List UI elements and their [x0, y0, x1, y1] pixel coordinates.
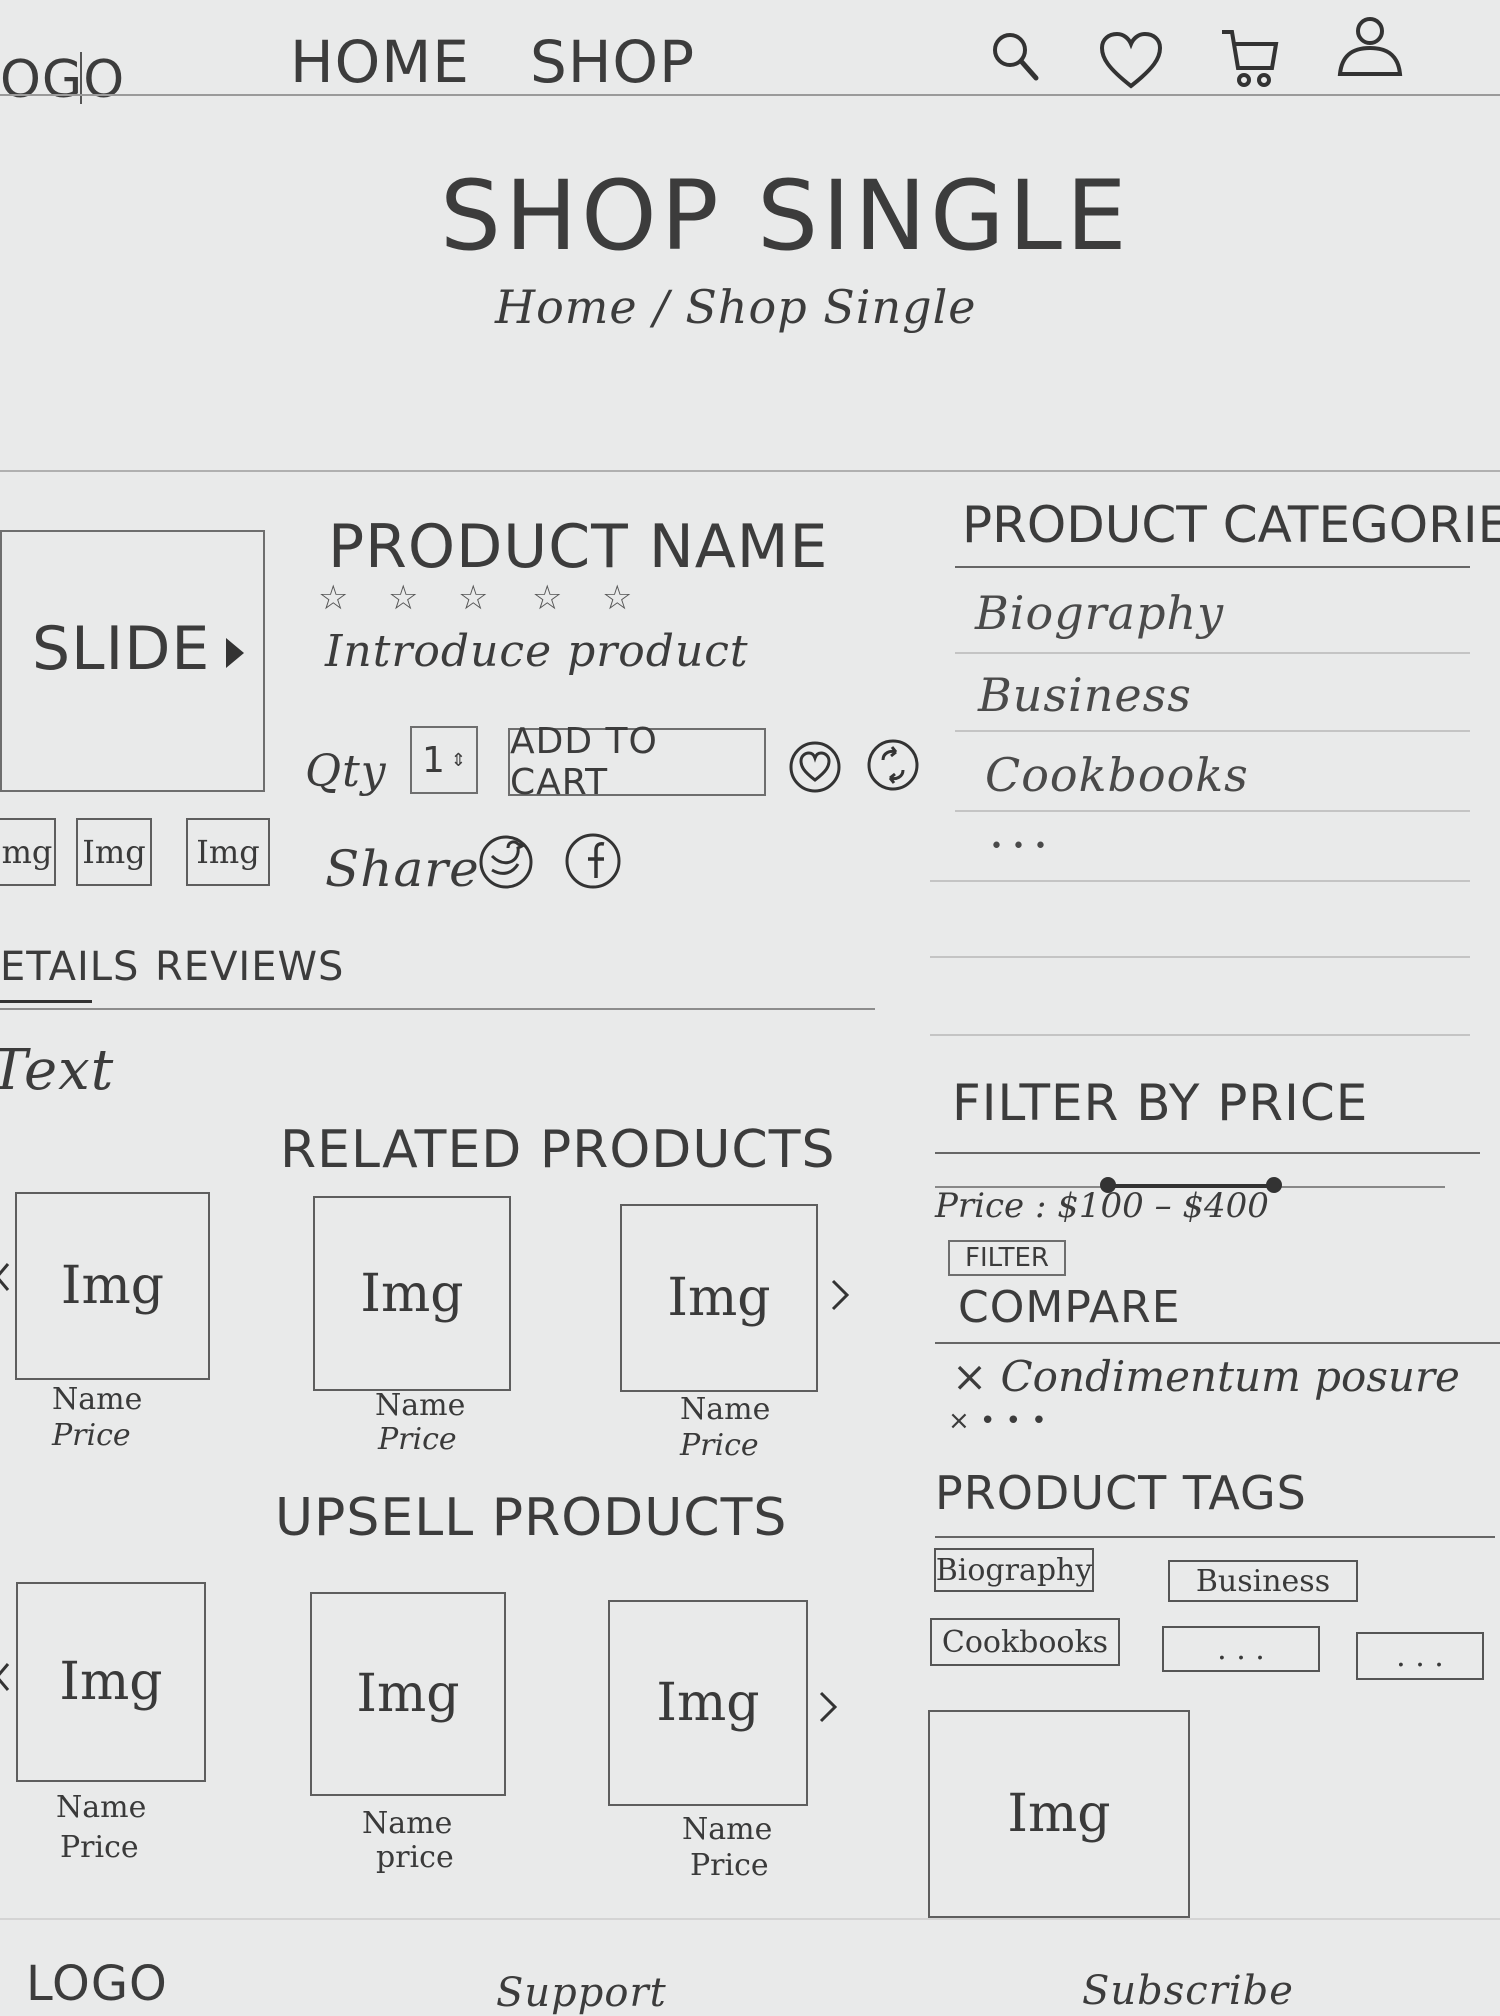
tag-chip[interactable]: Business	[1168, 1560, 1358, 1602]
upsell-product-price: Price	[690, 1848, 769, 1883]
thumbnail[interactable]: mg	[0, 818, 56, 886]
categories-title: PRODUCT CATEGORIES	[962, 496, 1500, 554]
category-item[interactable]: • • •	[990, 834, 1048, 859]
upsell-next-icon[interactable]	[818, 1690, 838, 1724]
price-range-text: Price : $100 – $400	[935, 1186, 1269, 1226]
upsell-product-name: Name	[56, 1790, 147, 1825]
title-divider	[0, 470, 1500, 472]
facebook-icon[interactable]	[564, 832, 622, 890]
footer-logo[interactable]: LOGO	[26, 1956, 168, 2012]
upsell-product-image[interactable]: Img	[608, 1600, 808, 1806]
related-next-icon[interactable]	[830, 1278, 850, 1312]
filter-title-underline	[935, 1152, 1480, 1154]
related-product-name: Name	[375, 1388, 466, 1423]
footer-subscribe-heading: Subscribe	[1082, 1968, 1294, 2014]
related-product-image[interactable]: Img	[313, 1196, 511, 1391]
qty-stepper[interactable]: 1⇕	[410, 726, 478, 794]
category-item[interactable]: Cookbooks	[985, 748, 1249, 802]
tab-details-underline	[0, 1000, 92, 1003]
slide-next-icon[interactable]	[224, 636, 246, 670]
star-icon: ☆	[388, 578, 419, 618]
price-slider-handle-max[interactable]	[1266, 1177, 1282, 1193]
thumbnail[interactable]: Img	[76, 818, 152, 886]
upsell-product-price: Price	[60, 1830, 139, 1865]
compare-item[interactable]: × Condimentum posure	[952, 1352, 1460, 1401]
twitter-icon[interactable]	[478, 834, 534, 890]
product-slider[interactable]: SLIDE	[0, 530, 265, 792]
upsell-product-image[interactable]: Img	[310, 1592, 506, 1796]
breadcrumb[interactable]: Home / Shop Single	[495, 280, 977, 334]
nav-home[interactable]: HOME	[290, 28, 470, 96]
filter-title: FILTER BY PRICE	[952, 1074, 1369, 1132]
upsell-prev-icon[interactable]	[0, 1662, 10, 1692]
tab-content-text: Text	[0, 1038, 115, 1103]
related-product-price: Price	[378, 1422, 457, 1457]
star-icon: ☆	[602, 578, 633, 618]
product-intro: Introduce product	[325, 626, 749, 677]
related-product-price: Price	[680, 1428, 759, 1463]
tab-reviews[interactable]: REVIEWS	[155, 944, 345, 990]
related-product-price: Price	[52, 1418, 131, 1453]
qty-label: Qty	[305, 746, 387, 797]
slide-label: SLIDE	[32, 614, 211, 684]
related-product-name: Name	[52, 1382, 143, 1417]
related-product-name: Name	[680, 1392, 771, 1427]
tag-chip[interactable]: Biography	[934, 1548, 1094, 1592]
category-divider	[930, 1034, 1470, 1036]
related-title: RELATED PRODUCTS	[280, 1120, 836, 1180]
price-slider-range	[1108, 1184, 1274, 1188]
star-icon: ☆	[458, 578, 489, 618]
wishlist-icon[interactable]	[788, 740, 842, 794]
thumbnail[interactable]: Img	[186, 818, 270, 886]
share-label: Share	[325, 840, 480, 898]
footer-support-heading: Support	[496, 1970, 667, 2016]
rating-stars: ☆ ☆ ☆ ☆ ☆	[318, 578, 648, 622]
related-product-image[interactable]: Img	[15, 1192, 210, 1380]
category-divider	[955, 810, 1470, 812]
categories-title-underline	[955, 566, 1470, 568]
cart-icon[interactable]	[1218, 26, 1280, 90]
sidebar-banner-image[interactable]: Img	[928, 1710, 1190, 1918]
related-prev-icon[interactable]	[0, 1262, 10, 1292]
logo-divider	[80, 52, 82, 104]
compare-title: COMPARE	[958, 1282, 1181, 1333]
tags-title-underline	[935, 1536, 1495, 1538]
category-divider	[955, 730, 1470, 732]
search-icon[interactable]	[990, 30, 1040, 84]
compare-title-underline	[935, 1342, 1500, 1344]
user-icon[interactable]	[1334, 14, 1404, 80]
tabs-divider	[0, 1008, 875, 1010]
category-item[interactable]: Business	[978, 668, 1192, 722]
add-to-cart-button[interactable]: ADD TO CART	[508, 721, 766, 803]
category-divider	[955, 652, 1470, 654]
upsell-product-image[interactable]: Img	[16, 1582, 206, 1782]
nav-shop[interactable]: SHOP	[530, 28, 696, 96]
upsell-product-name: Name	[362, 1806, 453, 1841]
stepper-arrows-icon[interactable]: ⇕	[450, 749, 466, 771]
heart-icon[interactable]	[1098, 30, 1164, 90]
filter-button[interactable]: FILTER	[948, 1240, 1066, 1276]
tags-title: PRODUCT TAGS	[935, 1466, 1307, 1520]
page-title: SHOP SINGLE	[440, 160, 1131, 272]
logo[interactable]: OGO	[0, 50, 126, 110]
header-divider	[0, 94, 1500, 96]
tag-chip[interactable]: Cookbooks	[930, 1618, 1120, 1666]
category-item[interactable]: Biography	[975, 586, 1225, 640]
upsell-product-name: Name	[682, 1812, 773, 1847]
category-divider	[930, 956, 1470, 958]
product-name: PRODUCT NAME	[328, 512, 829, 582]
related-product-image[interactable]: Img	[620, 1204, 818, 1392]
star-icon: ☆	[318, 578, 349, 618]
category-divider	[930, 880, 1470, 882]
tag-chip[interactable]: . . .	[1162, 1626, 1320, 1672]
compare-item[interactable]: × • • •	[948, 1406, 1048, 1436]
upsell-title: UPSELL PRODUCTS	[275, 1488, 788, 1548]
tag-chip[interactable]: . . .	[1356, 1632, 1484, 1680]
upsell-product-price: price	[376, 1840, 454, 1875]
footer-divider	[0, 1918, 1500, 1920]
star-icon: ☆	[532, 578, 563, 618]
tab-details[interactable]: ETAILS	[0, 944, 140, 990]
compare-icon[interactable]	[866, 738, 920, 792]
price-slider-handle-min[interactable]	[1100, 1177, 1116, 1193]
